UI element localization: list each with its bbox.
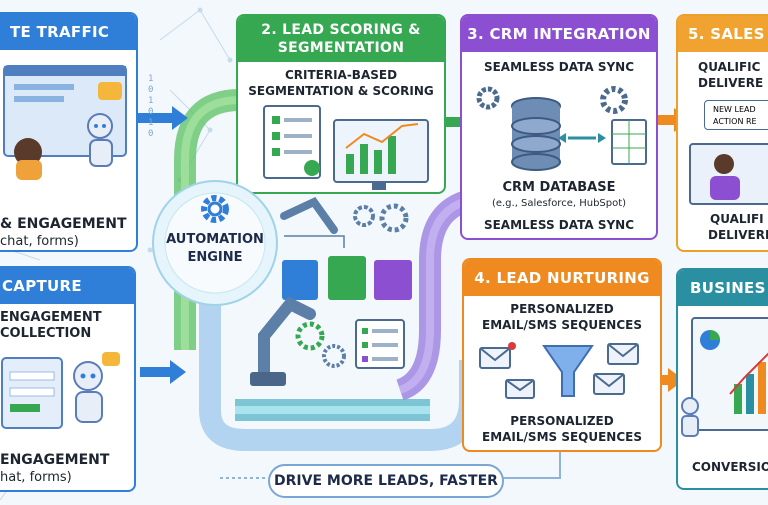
crm-card-title: 3. CRM INTEGRATION — [467, 25, 651, 43]
website-illustration — [3, 65, 127, 180]
email-funnel-illustration — [479, 342, 639, 399]
traffic-card-header: TE TRAFFIC — [0, 14, 136, 50]
capture-line2: COLLECTION — [0, 326, 92, 341]
nurture-bottom-2: EMAIL/SMS SEQUENCES — [482, 430, 642, 444]
lead-scoring-line2: SEGMENTATION & SCORING — [248, 84, 434, 98]
tagline-text: DRIVE MORE LEADS, FASTER — [274, 473, 498, 489]
sales-line3: QUALIFI — [710, 212, 764, 226]
traffic-line1: & ENGAGEMENT — [0, 216, 127, 232]
sales-bubble-line2: ACTION RE — [713, 117, 757, 126]
capture-line4: hat, forms) — [0, 470, 72, 485]
scoring-dashboard-illustration — [263, 105, 429, 190]
crm-database-illustration — [476, 86, 647, 171]
tagline-pill: DRIVE MORE LEADS, FASTER — [268, 464, 504, 498]
sales-line2: DELIVERE — [698, 76, 764, 90]
lead-scoring-title-1: 2. LEAD SCORING & — [261, 22, 421, 38]
capture-card-header: CAPTURE — [0, 268, 134, 304]
lead-nurturing-card-title: 4. LEAD NURTURING — [474, 269, 650, 287]
business-card-title: BUSINES — [690, 279, 766, 297]
crm-database-label: CRM DATABASE — [502, 180, 616, 195]
sales-bubble-line1: NEW LEAD — [713, 105, 756, 114]
lead-scoring-line1: CRITERIA-BASED — [284, 68, 398, 82]
crm-top-sync: SEAMLESS DATA SYNC — [483, 60, 635, 74]
automation-engine-glow — [152, 180, 278, 306]
sales-line4: DELIVERE — [708, 228, 768, 242]
engine-label-2: ENGINE — [187, 250, 243, 265]
lead-scoring-card-header: 2. LEAD SCORING & SEGMENTATION — [238, 16, 444, 62]
traffic-card-title: TE TRAFFIC — [10, 23, 110, 41]
capture-line3: ENGAGEMENT — [0, 452, 110, 468]
robot-arms-folders-illustration — [250, 196, 412, 386]
business-growth-illustration — [681, 317, 768, 437]
lead-scoring-title-2: SEGMENTATION — [277, 40, 405, 56]
chatbot-form-illustration — [1, 352, 120, 429]
traffic-card: TE TRAFFIC & ENGAGEMENT chat, forms) — [0, 12, 138, 252]
crm-database-sublabel: (e.g., Salesforce, HubSpot) — [491, 198, 627, 209]
business-bottom: CONVERSIO — [692, 460, 768, 474]
crm-bottom-sync: SEAMLESS DATA SYNC — [483, 218, 635, 232]
nurture-top-2: EMAIL/SMS SEQUENCES — [482, 318, 642, 332]
sales-card: 5. SALES QUALIFIC DELIVERE NEW LEAD ACTI… — [676, 14, 768, 252]
crm-integration-card: 3. CRM INTEGRATION SEAMLESS DATA SYNC CR… — [460, 14, 658, 240]
nurture-top-1: PERSONALIZED — [510, 302, 614, 316]
nurture-bottom-1: PERSONALIZED — [510, 414, 614, 428]
sales-line1: QUALIFIC — [698, 60, 761, 74]
capture-card-title: CAPTURE — [2, 277, 82, 295]
lead-nurturing-card: 4. LEAD NURTURING PERSONALIZED EMAIL/SMS… — [462, 258, 662, 452]
sales-rep-illustration — [689, 143, 768, 205]
crm-card-header: 3. CRM INTEGRATION — [462, 16, 656, 52]
engine-label-1: AUTOMATION — [166, 232, 264, 247]
sales-card-title: 5. SALES — [688, 25, 765, 43]
capture-line1: ENGAGEMENT — [0, 310, 102, 325]
gear-icon — [201, 195, 229, 223]
lead-scoring-card: 2. LEAD SCORING & SEGMENTATION CRITERIA-… — [236, 14, 446, 194]
business-card-header: BUSINES — [678, 270, 768, 306]
traffic-line2: chat, forms) — [0, 234, 79, 249]
business-card: BUSINES CONVERSIO — [676, 268, 768, 490]
lead-nurturing-card-header: 4. LEAD NURTURING — [464, 260, 660, 296]
sales-card-header: 5. SALES — [678, 16, 768, 52]
sales-notification-bubble: NEW LEAD ACTION RE — [704, 100, 768, 130]
capture-card: CAPTURE ENGAGEMENT COLLECTION ENGAGEMENT… — [0, 266, 136, 492]
